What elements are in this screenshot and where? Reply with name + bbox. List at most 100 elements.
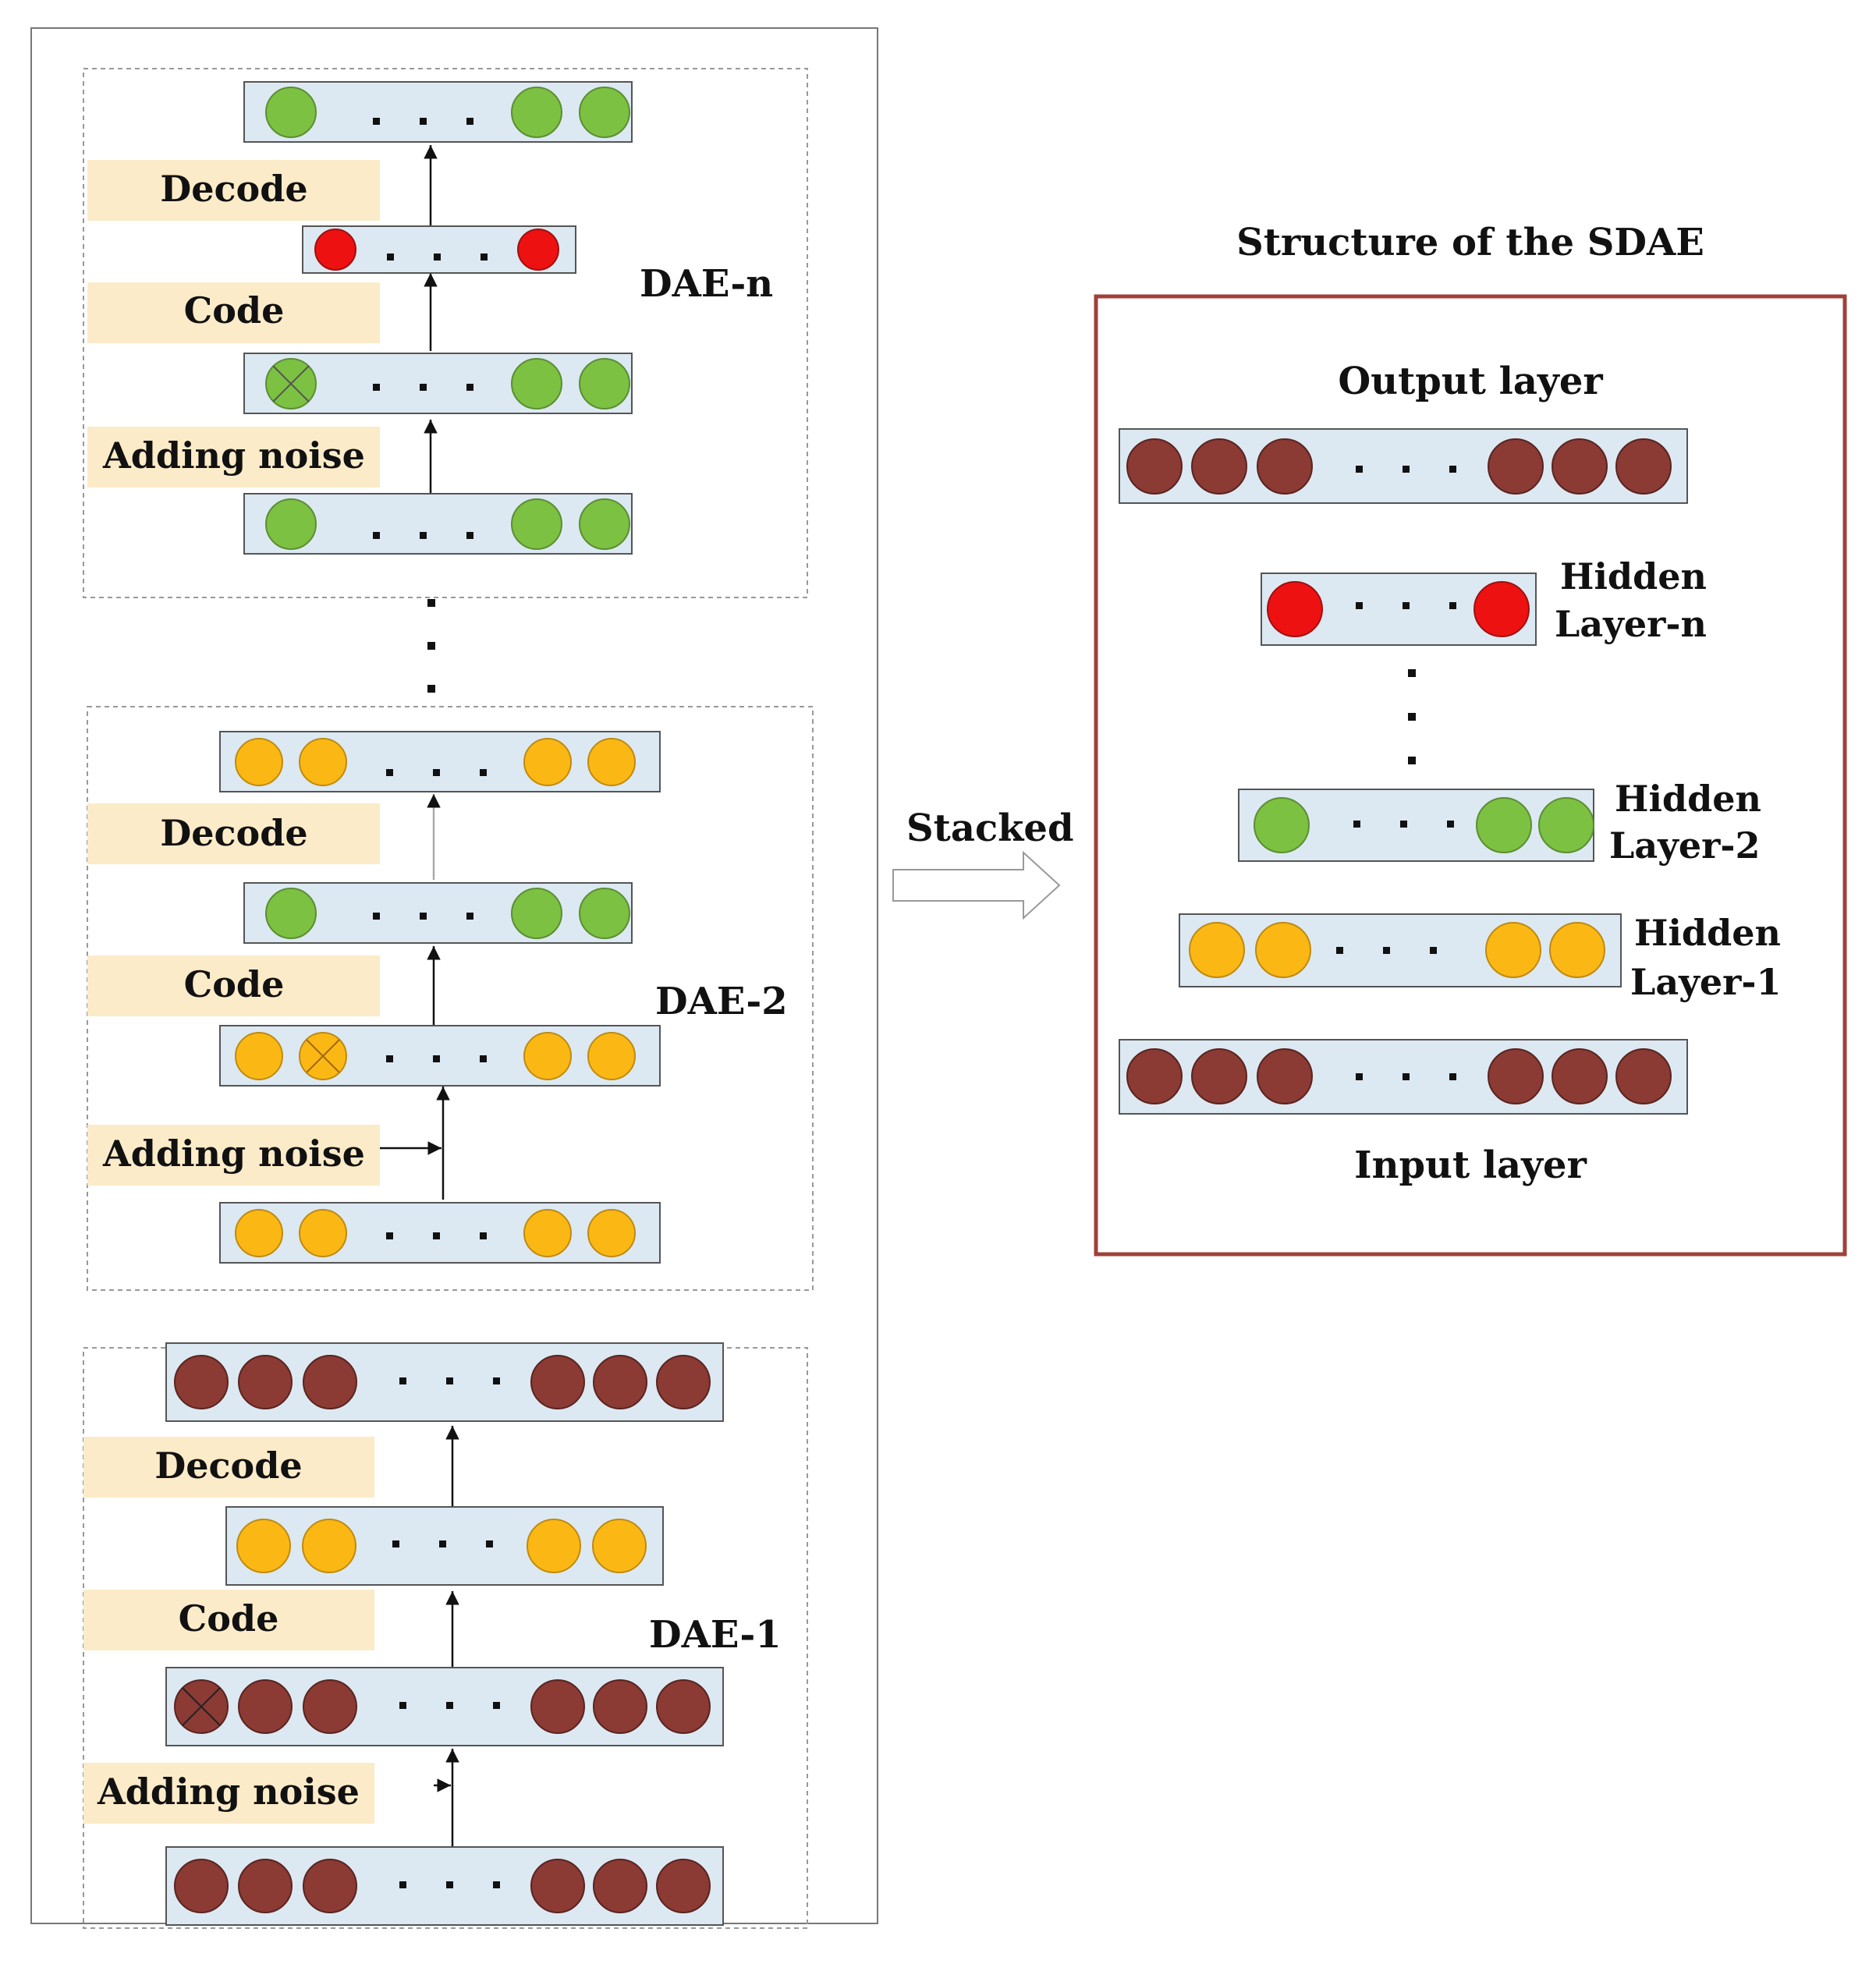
neuron-yellow: [235, 1032, 283, 1080]
ellipsis-dots: [373, 913, 473, 920]
cross-icon: [306, 1039, 340, 1073]
dae-n-name: DAE-n: [640, 262, 773, 306]
neuron-brown: [656, 1355, 711, 1409]
ellipsis-dots: [386, 1055, 487, 1062]
neuron-brown: [530, 1679, 585, 1734]
neuron-green: [1476, 797, 1532, 853]
neuron-brown: [303, 1679, 357, 1734]
dae-2-name: DAE-2: [655, 980, 788, 1023]
neuron-green: [579, 358, 630, 409]
dae-n-block: Decode Code Adding noise DAE-n: [83, 68, 808, 598]
sdae-hidden-1-label-1: Hidden: [1634, 912, 1781, 954]
neuron-green: [265, 888, 317, 939]
neuron-green: [579, 87, 630, 138]
neuron-brown: [530, 1355, 585, 1409]
sdae-hidden-2-label-2: Layer-2: [1609, 824, 1760, 867]
neuron-yellow: [587, 1032, 636, 1080]
dae-2-decode-label: Decode: [160, 812, 307, 854]
dae-2-block: Decode Code Adding noise DAE-2: [87, 706, 814, 1291]
neuron-yellow: [523, 1032, 572, 1080]
sdae-output-label: Output layer: [1338, 360, 1603, 403]
neuron-yellow: [235, 1209, 283, 1257]
neuron-green: [511, 888, 562, 939]
neuron-yellow: [592, 1519, 647, 1573]
dae-2-noise-label-box: [87, 1125, 380, 1186]
dae-2-noise-label: Adding noise: [102, 1133, 365, 1175]
neuron-brown: [1257, 438, 1313, 495]
dae-1-code-label-box: [83, 1590, 374, 1650]
neuron-green: [1538, 797, 1594, 853]
stacked-arrow-icon: [892, 850, 1061, 920]
neuron-brown: [1191, 438, 1247, 495]
dae-2-code-label-box: [87, 955, 380, 1016]
dae-1-code-label: Code: [179, 1597, 279, 1640]
neuron-red: [1473, 581, 1530, 637]
neuron-brown: [1552, 438, 1608, 495]
neuron-brown: [238, 1355, 293, 1409]
neuron-brown: [1488, 1048, 1544, 1104]
sdae-hidden-1-label-2: Layer-1: [1630, 961, 1781, 1003]
neuron-brown: [303, 1859, 357, 1913]
neuron-brown: [656, 1679, 711, 1734]
neuron-brown: [593, 1679, 647, 1734]
dae-1-decode-label-box: [83, 1437, 374, 1498]
ellipsis-dots: [1356, 1073, 1456, 1080]
neuron-yellow: [299, 738, 347, 786]
cross-icon: [272, 365, 310, 402]
sdae-input-label: Input layer: [1354, 1143, 1587, 1187]
neuron-green: [511, 87, 562, 138]
neuron-green: [579, 498, 630, 550]
neuron-yellow: [587, 738, 636, 786]
ellipsis-dots: [392, 1540, 493, 1547]
neuron-yellow: [236, 1519, 291, 1573]
ellipsis-dots: [1356, 602, 1456, 609]
neuron-brown: [174, 1355, 229, 1409]
neuron-yellow: [1485, 922, 1541, 978]
neuron-yellow: [302, 1519, 356, 1573]
ellipsis-dots: [399, 1702, 500, 1709]
dae-n-code-label: Code: [184, 289, 285, 331]
dae-n-decode-label: Decode: [160, 168, 307, 210]
ellipsis-dots: [386, 769, 487, 776]
dae-1-noise-label-box: [83, 1763, 374, 1824]
ellipsis-dots: [399, 1881, 500, 1888]
sdae-hidden-2-label-1: Hidden: [1615, 778, 1761, 820]
neuron-brown: [1488, 438, 1544, 495]
neuron-red: [314, 229, 356, 271]
neuron-yellow: [235, 738, 283, 786]
vertical-ellipsis: [1408, 669, 1416, 764]
dae-2-code-label: Code: [184, 963, 285, 1005]
neuron-brown: [1126, 1048, 1183, 1104]
neuron-yellow: [587, 1209, 636, 1257]
neuron-yellow: [523, 738, 572, 786]
neuron-brown: [593, 1859, 647, 1913]
dae-n-code-label-box: [87, 282, 380, 343]
dae-2-decode-label-box: [87, 803, 380, 864]
stacked-label: Stacked: [906, 807, 1074, 850]
neuron-brown: [303, 1355, 357, 1409]
neuron-brown: [1126, 438, 1183, 495]
ellipsis-dots: [373, 118, 473, 125]
cross-icon: [182, 1687, 221, 1726]
ellipsis-dots: [387, 253, 488, 261]
neuron-brown: [238, 1679, 293, 1734]
dae-n-decode-label-box: [87, 160, 380, 221]
dae-n-dashed-box: [83, 68, 808, 598]
ellipsis-dots: [399, 1377, 500, 1384]
sdae-hidden-n-label-2: Layer-n: [1555, 603, 1707, 645]
neuron-brown: [1615, 1048, 1672, 1104]
dae-2-output-layer: [219, 731, 661, 792]
ellipsis-dots: [373, 532, 473, 539]
ellipsis-dots: [386, 1232, 487, 1239]
neuron-brown: [1552, 1048, 1608, 1104]
neuron-brown: [656, 1859, 711, 1913]
neuron-brown: [1615, 438, 1672, 495]
neuron-brown: [530, 1859, 585, 1913]
neuron-yellow: [299, 1209, 347, 1257]
neuron-brown: [593, 1355, 647, 1409]
neuron-yellow: [1549, 922, 1605, 978]
ellipsis-dots: [1353, 821, 1454, 828]
neuron-green: [265, 87, 317, 138]
neuron-red: [517, 229, 559, 271]
